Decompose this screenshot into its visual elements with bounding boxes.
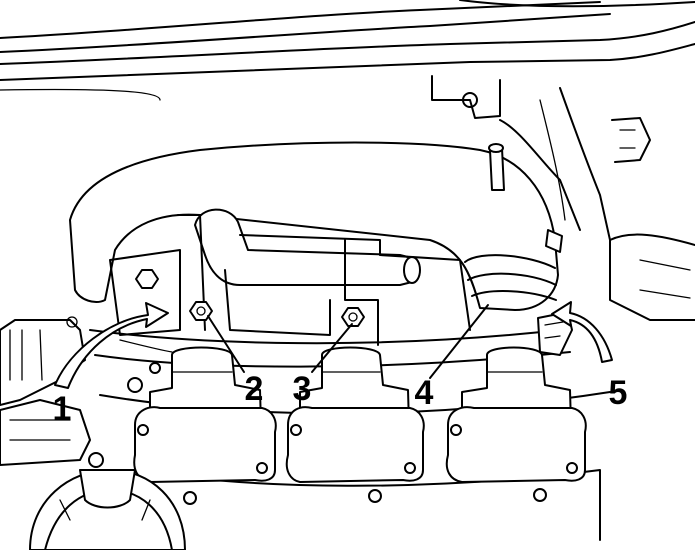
leader-lines [207, 304, 489, 379]
oil-filler-cap [29, 469, 186, 550]
bolt-left [135, 269, 159, 289]
callout-2: 2 [245, 370, 264, 408]
callout-3: 3 [293, 370, 312, 408]
callout-1: 1 [53, 390, 72, 428]
arrow-1 [54, 302, 169, 389]
callout-4: 4 [415, 374, 434, 412]
ignition-coil-1 [133, 346, 277, 483]
bolt-3 [341, 307, 365, 327]
left-connector [0, 316, 91, 466]
small-bolts [88, 362, 547, 505]
mount-bracket [109, 214, 471, 346]
callout-5: 5 [609, 374, 628, 412]
ignition-coil-2 [285, 346, 425, 483]
arrow-5 [551, 301, 613, 363]
ignition-coil-3 [445, 346, 587, 483]
right-bracket [431, 75, 695, 321]
top-pipes [0, 0, 695, 101]
intake-duct [69, 141, 563, 311]
bolt-2 [189, 301, 213, 321]
